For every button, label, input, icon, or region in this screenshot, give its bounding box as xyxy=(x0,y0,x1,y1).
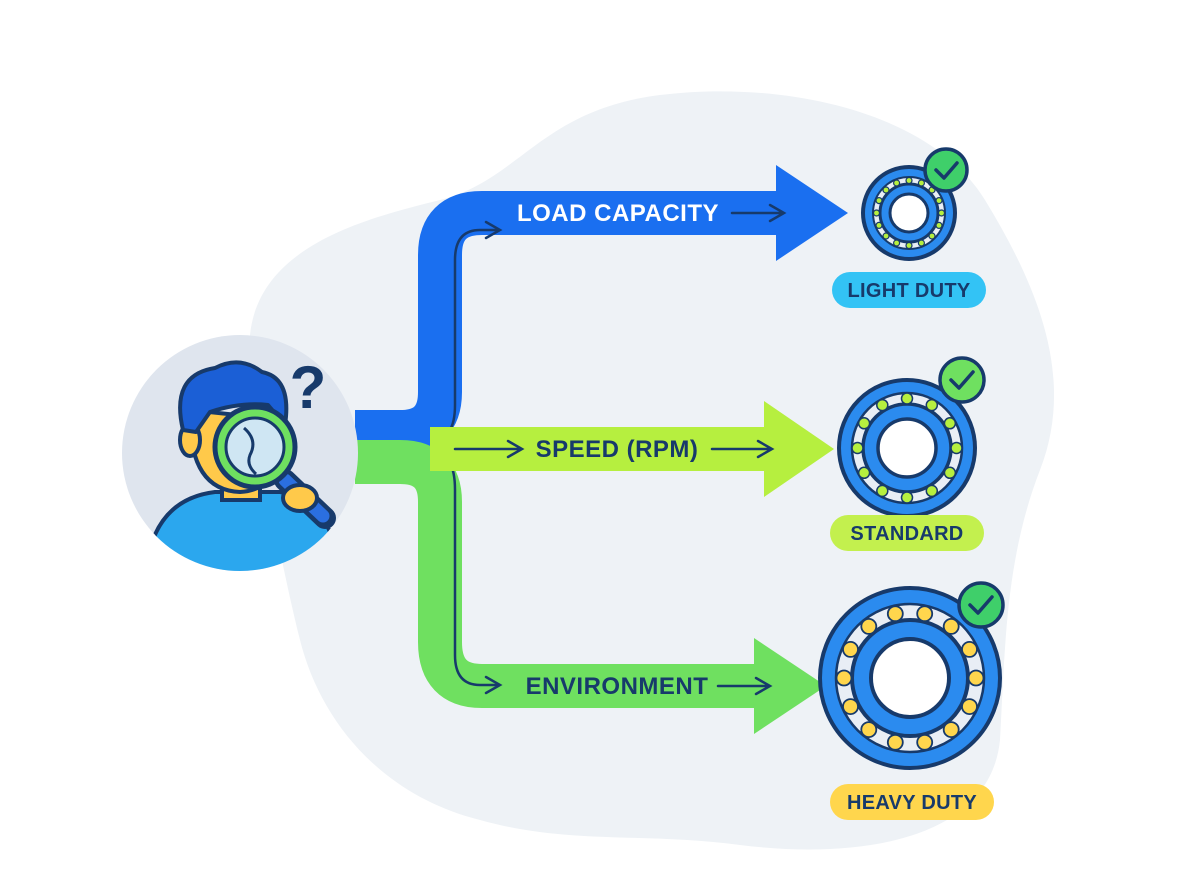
bearing-ball xyxy=(967,669,985,687)
bearing-ball xyxy=(935,197,943,205)
bearing-ball xyxy=(882,186,890,194)
check-badge-icon xyxy=(938,356,986,404)
bearing-ball xyxy=(892,239,901,247)
criterion-label-speed: SPEED (RPM) xyxy=(536,436,699,463)
check-badge-icon xyxy=(923,147,969,193)
bearing-ball xyxy=(928,232,936,240)
bearing-ball xyxy=(872,209,881,217)
speed-arrow xyxy=(430,401,834,497)
bearing-ball xyxy=(842,698,859,715)
environment-arrow xyxy=(355,440,826,734)
bearing-ball xyxy=(882,232,890,240)
bearing-ball xyxy=(935,221,943,229)
ball-bearing-icon-light-duty xyxy=(861,165,957,261)
bearing-ball xyxy=(905,176,913,185)
ball-bearing-icon-standard xyxy=(837,378,977,518)
result-pill-heavy-duty: HEAVY DUTY xyxy=(830,784,994,820)
bearing-ball xyxy=(916,605,934,623)
result-label-standard: STANDARD xyxy=(850,523,963,545)
result-pill-standard: STANDARD xyxy=(830,515,984,551)
bearing-ball xyxy=(917,179,926,187)
bearing-ball xyxy=(900,491,914,504)
bearing-ball xyxy=(875,221,883,229)
bearing-ball xyxy=(886,733,904,751)
bearing-ball xyxy=(875,197,883,205)
bearing-ball xyxy=(876,398,889,412)
bearing-ball xyxy=(925,398,939,412)
bearing-ball xyxy=(905,241,913,250)
bearing-ball xyxy=(917,239,926,247)
bearing-ball xyxy=(942,721,960,738)
ball-bearing-icon-heavy-duty xyxy=(818,586,1002,770)
bearing-ball xyxy=(886,605,904,623)
bearing-ball xyxy=(835,669,853,687)
person-with-magnifier-icon xyxy=(122,335,358,571)
bearing-ball xyxy=(860,721,878,738)
bearing-ball xyxy=(942,618,960,635)
bearing-ball xyxy=(943,466,957,480)
load-capacity-arrow xyxy=(355,165,848,454)
criterion-label-environment: ENVIRONMENT xyxy=(526,673,709,700)
bearing-ball xyxy=(892,179,901,187)
bearing-ball xyxy=(961,698,978,715)
result-label-heavy-duty: HEAVY DUTY xyxy=(847,792,977,814)
bearing-ball xyxy=(950,441,963,455)
bearing-ball xyxy=(851,441,864,455)
bearing-ball xyxy=(857,466,871,480)
bearing-ball xyxy=(961,641,978,658)
bearing-ball xyxy=(943,417,957,430)
bearing-ball xyxy=(842,641,859,658)
criterion-label-load-capacity: LOAD CAPACITY xyxy=(517,200,719,227)
result-pill-light-duty: LIGHT DUTY xyxy=(832,272,986,308)
result-label-light-duty: LIGHT DUTY xyxy=(848,280,971,302)
bearing-ball xyxy=(925,484,939,498)
bearing-ball xyxy=(900,392,914,405)
bearing-ball xyxy=(876,484,889,498)
check-badge-icon xyxy=(957,581,1005,629)
bearing-ball xyxy=(916,733,934,751)
question-mark-icon: ? xyxy=(290,354,327,421)
bearing-ball xyxy=(857,417,871,430)
bearing-ball xyxy=(937,209,946,217)
bearing-ball xyxy=(860,618,878,635)
